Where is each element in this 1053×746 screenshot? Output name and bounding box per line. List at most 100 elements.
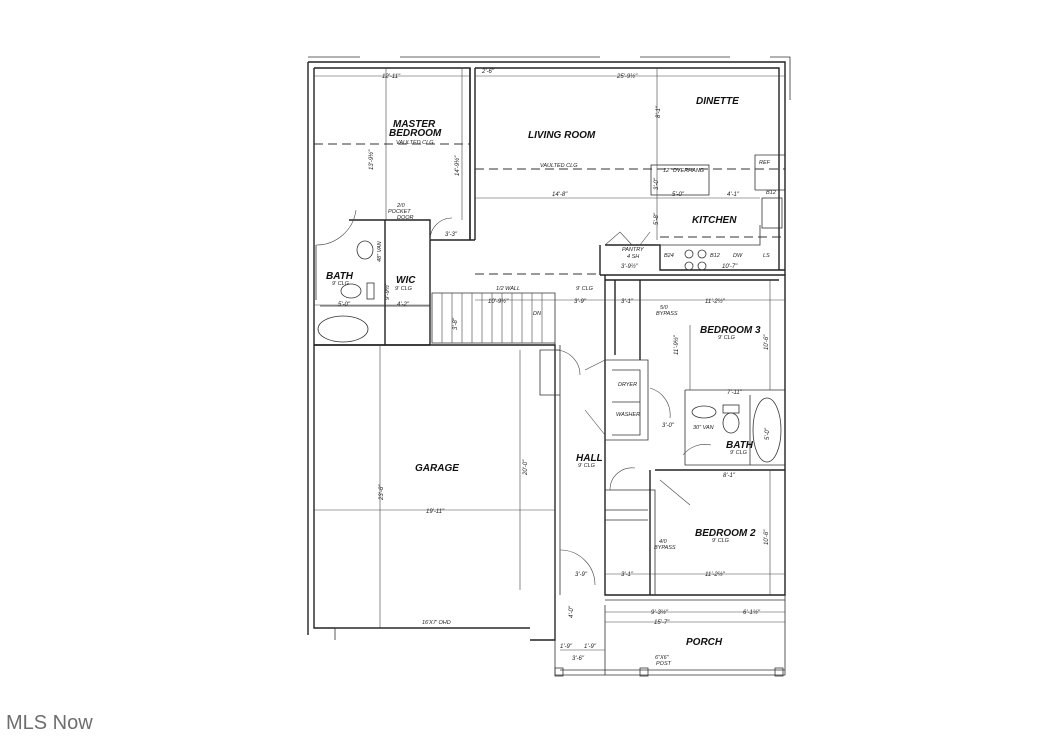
dim: 19'-11" (426, 509, 445, 515)
dim: 3'-8" (453, 317, 459, 330)
dim: 3'-0" (662, 423, 675, 429)
note: 4/0 (659, 539, 668, 545)
note: POCKET (388, 209, 411, 215)
note: 9' CLG (332, 281, 350, 287)
ceiling-lines (314, 143, 785, 275)
note: 4 SH (627, 254, 639, 260)
dim: 2'-6" (481, 69, 495, 75)
note: BYPASS (654, 545, 676, 551)
label-bath2: BATH (726, 440, 754, 451)
dim: 5'-0" (338, 302, 351, 308)
note: 6"X6" (655, 655, 670, 661)
dim: 8'-1" (656, 105, 662, 118)
label-master-1: MASTER (393, 119, 436, 130)
dimension-lines (314, 68, 785, 651)
label-wic: WIC (396, 275, 416, 286)
note: 9' CLG (712, 538, 730, 544)
dim: 11'-2½" (705, 298, 726, 305)
dim: 10'-9½" (488, 298, 509, 305)
stair-treads (441, 293, 543, 343)
dim: 1'-9" (584, 644, 597, 650)
dim: 12'-11" (382, 74, 401, 80)
dim: 11'-2½" (705, 571, 726, 578)
note: 9' CLG (578, 463, 596, 469)
note: 16'X7' OHD (422, 620, 451, 626)
dim: 3'-9" (574, 299, 587, 305)
note: DRYER (618, 382, 637, 388)
dim: 13'-9½" (368, 149, 375, 170)
label-bedroom2: BEDROOM 2 (695, 528, 756, 539)
note: LS (763, 253, 770, 259)
dim: 4'-1" (727, 192, 740, 198)
note: 30" VAN (693, 425, 714, 431)
label-hall: HALL (576, 453, 603, 464)
dim: 3'-1" (621, 299, 634, 305)
watermark: MLS Now (6, 712, 93, 734)
dim: 9'-9½" (384, 282, 391, 300)
dim: 10'-6" (764, 334, 770, 350)
note: 9' CLG (730, 450, 748, 456)
note: REF (759, 160, 771, 166)
label-living-room: LIVING ROOM (528, 130, 596, 141)
dim: 3'-1" (621, 572, 634, 578)
note: B24 (664, 253, 674, 259)
dim: 4'-0" (569, 605, 575, 618)
note: 2/0 (396, 203, 406, 209)
dim: 14'-9½" (454, 155, 461, 176)
dim: 10'-7" (722, 264, 738, 270)
doors (315, 209, 712, 586)
note: B12 (766, 190, 776, 196)
note: WASHER (616, 412, 640, 418)
kitchen-sink (761, 197, 783, 229)
dim: 1'-9" (560, 644, 573, 650)
note: B12 (710, 253, 720, 259)
note: VAULTED CLG (540, 163, 578, 169)
dim: 15'-7" (654, 620, 670, 626)
note: 9' CLG (395, 286, 413, 292)
note: 12" OVERHANG (663, 168, 705, 174)
dim: 3'-9½" (621, 263, 639, 270)
kitchen-island (650, 164, 710, 196)
dim: 5'-0" (765, 427, 771, 440)
label-kitchen: KITCHEN (692, 215, 737, 226)
note: DOOR (397, 215, 414, 221)
note: PANTRY (622, 247, 644, 253)
label-porch: PORCH (686, 637, 723, 648)
dim: 7'-11" (727, 390, 743, 396)
note: 1/2 WALL (496, 286, 520, 292)
dimensions: 12'-11" 2'-6" 25'-9½" 13'-9½" 14'-9½" 8'… (338, 69, 771, 662)
label-bedroom3: BEDROOM 3 (700, 325, 761, 336)
note: DW (733, 253, 743, 259)
note: VAULTED CLG (396, 140, 434, 146)
note: DN (533, 311, 541, 317)
dim: 5'-8" (654, 212, 660, 225)
dim: 3'-6" (572, 656, 585, 662)
dim: 25'-9½" (616, 73, 638, 80)
dim: 3'-9" (575, 572, 588, 578)
label-master-2: BEDROOM (389, 128, 442, 139)
room-labels: MASTER BEDROOM LIVING ROOM DINETTE KITCH… (326, 96, 761, 648)
dim: 9'-3½" (651, 609, 669, 616)
label-garage: GARAGE (415, 463, 459, 474)
dim: 4'-2" (397, 302, 410, 308)
note: POST (656, 661, 672, 667)
label-master-bath: BATH (326, 271, 354, 282)
note: 9' CLG (576, 286, 594, 292)
note: 5/0 (660, 305, 669, 311)
dim: 3'-0" (654, 177, 660, 190)
dim: 5'-0" (672, 192, 685, 198)
dim: 8'-1" (723, 473, 736, 479)
note: 9' CLG (718, 335, 736, 341)
label-dinette: DINETTE (696, 96, 739, 107)
notes: VAULTED CLG VAULTED CLG 12" OVERHANG REF… (332, 140, 776, 667)
dim: 11'-9½" (673, 334, 680, 355)
note: BYPASS (656, 311, 678, 317)
note: 48" VAN (377, 241, 383, 262)
dim: 20'-0" (523, 459, 529, 476)
dim: 10'-6" (764, 529, 770, 545)
dim: 23'-6" (379, 484, 385, 501)
dim: 14'-8" (552, 192, 568, 198)
dim: 3'-3" (445, 232, 458, 238)
dim: 6'-1½" (743, 609, 761, 616)
